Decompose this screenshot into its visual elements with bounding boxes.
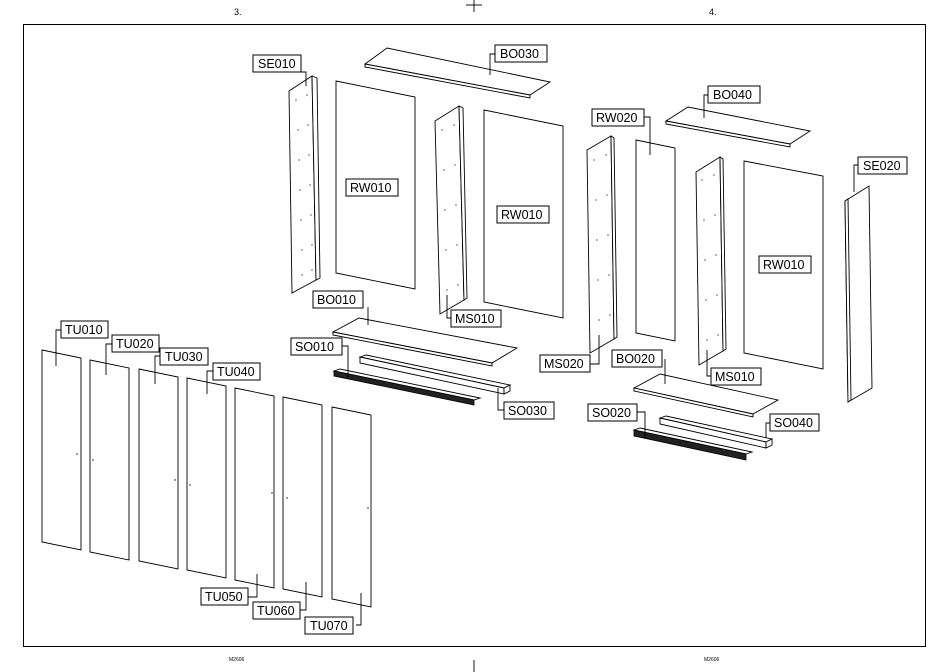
- label-se010: SE010: [253, 55, 301, 72]
- label-so030: SO030: [504, 402, 554, 419]
- svg-text:TU070: TU070: [310, 619, 348, 633]
- svg-text:TU030: TU030: [165, 350, 203, 364]
- svg-text:MS010: MS010: [455, 312, 495, 326]
- label-tu070: TU070: [305, 617, 353, 634]
- label-rw010-middle: RW010: [497, 206, 549, 223]
- svg-text:RW010: RW010: [501, 208, 543, 222]
- svg-text:BO040: BO040: [713, 88, 752, 102]
- svg-text:RW020: RW020: [596, 111, 638, 125]
- part-se020: [845, 186, 872, 402]
- svg-text:SO040: SO040: [774, 416, 813, 430]
- label-so010: SO010: [291, 338, 342, 355]
- label-ms010-right: MS010: [711, 368, 761, 385]
- label-tu040: TU040: [213, 363, 260, 380]
- svg-text:BO020: BO020: [616, 352, 655, 366]
- label-rw010-left: RW010: [346, 179, 398, 196]
- part-se010: [289, 76, 320, 293]
- label-se020: SE020: [858, 157, 907, 174]
- svg-text:BO010: BO010: [317, 293, 356, 307]
- part-tu060: [283, 397, 322, 597]
- svg-text:TU040: TU040: [217, 365, 255, 379]
- svg-text:RW010: RW010: [350, 181, 392, 195]
- part-ms010-left: [435, 106, 467, 314]
- part-ms010-right: [696, 157, 726, 365]
- part-ms020: [587, 136, 617, 353]
- svg-text:TU020: TU020: [116, 337, 154, 351]
- label-bo020: BO020: [612, 350, 662, 367]
- label-so020: SO020: [588, 404, 637, 421]
- part-tu010: [42, 350, 81, 550]
- svg-text:TU010: TU010: [65, 323, 103, 337]
- label-tu020: TU020: [112, 335, 159, 352]
- svg-text:SO010: SO010: [295, 340, 334, 354]
- part-tu070: [332, 407, 371, 607]
- part-tu040: [187, 378, 226, 578]
- svg-text:MS020: MS020: [544, 357, 584, 371]
- svg-text:SE010: SE010: [258, 57, 296, 71]
- label-rw020: RW020: [592, 109, 644, 126]
- part-tu050: [235, 388, 274, 588]
- svg-text:SO030: SO030: [508, 404, 547, 418]
- part-tu020: [90, 360, 129, 560]
- label-tu010: TU010: [61, 321, 108, 338]
- svg-text:TU050: TU050: [205, 590, 243, 604]
- svg-text:TU060: TU060: [257, 604, 295, 618]
- label-bo030: BO030: [495, 45, 547, 62]
- svg-text:MS010: MS010: [715, 370, 755, 384]
- svg-text:BO030: BO030: [500, 47, 539, 61]
- label-ms020: MS020: [540, 355, 590, 372]
- label-so040: SO040: [770, 414, 819, 431]
- label-bo040: BO040: [708, 86, 760, 103]
- part-rw020: [636, 140, 675, 341]
- label-bo010: BO010: [313, 291, 363, 308]
- center-mark-top: [466, 0, 482, 12]
- svg-text:RW010: RW010: [763, 258, 805, 272]
- label-rw010-right: RW010: [759, 256, 811, 273]
- svg-text:SE020: SE020: [863, 159, 901, 173]
- part-tu030: [139, 369, 178, 569]
- label-tu050: TU050: [201, 588, 248, 605]
- label-tu030: TU030: [160, 348, 208, 365]
- part-bo040: [666, 107, 810, 147]
- label-ms010-left: MS010: [451, 310, 501, 327]
- svg-text:SO020: SO020: [592, 406, 631, 420]
- label-tu060: TU060: [253, 602, 300, 619]
